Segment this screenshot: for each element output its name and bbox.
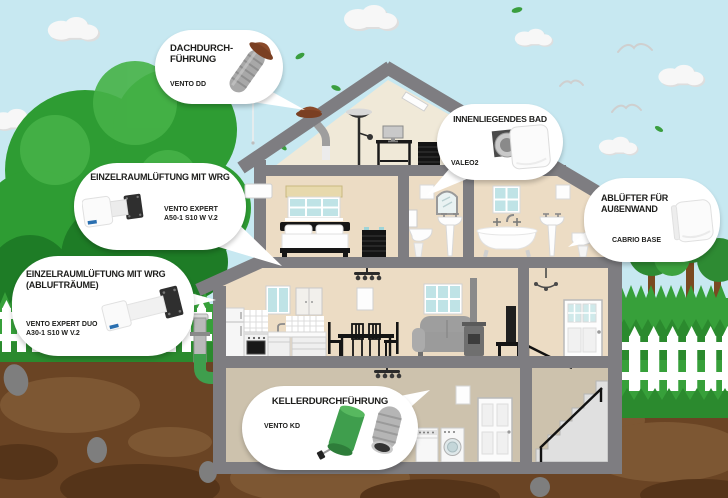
right-fence <box>606 326 728 391</box>
product-name: VENTO DD <box>170 81 207 88</box>
ground-floor-slab <box>213 356 622 368</box>
basement-duct-product-image <box>316 405 402 460</box>
callout-title: EINZELRAUMLÜFTUNG MIT WRG (ABLUFTRÄUME) <box>26 269 166 291</box>
title-line: ABLÜFTER FÜR <box>601 193 669 203</box>
product-name: CABRIO BASE <box>612 237 662 244</box>
product-name: VALEO2 <box>451 160 479 167</box>
right-bathroom-window <box>492 185 521 214</box>
product-name: VENTO EXPERT DUO A30-1 S10 W V.2 <box>26 320 97 338</box>
callout-dachdurchfuehrung: DACHDURCH- FÜHRUNG VENTO DD <box>155 30 283 104</box>
callout-title: DACHDURCH- FÜHRUNG <box>170 43 233 65</box>
attic-drawer-cabinet <box>418 142 440 169</box>
kitchen-tiles <box>244 310 324 332</box>
entry-door <box>563 299 603 359</box>
title-line: AUßENWAND <box>601 204 658 214</box>
attic-duct <box>308 115 330 160</box>
second-floor-slab <box>254 257 622 268</box>
entry-wall <box>518 266 529 358</box>
product-line: VENTO EXPERT DUO <box>26 321 98 328</box>
basement-duct-pipe <box>190 313 232 384</box>
kitchen-wall-cabinet <box>295 287 323 316</box>
callout-title: ABLÜFTER FÜR AUßENWAND <box>601 193 668 215</box>
title-line: EINZELRAUMLÜFTUNG MIT WRG <box>26 269 166 279</box>
bathroom-wall-1 <box>398 176 409 258</box>
callout-title: KELLERDURCHFÜHRUNG <box>271 396 389 407</box>
bed <box>280 222 350 257</box>
bathroom-wall-2 <box>463 176 474 258</box>
title-line: (ABLUFTRÄUME) <box>26 280 99 290</box>
skylight <box>401 91 429 112</box>
basement-wall <box>520 366 532 464</box>
wall-vent-unit-product-image <box>82 193 144 228</box>
bedroom-dresser <box>362 227 386 257</box>
callout-einzelraumlueftung-wrg-abluftraeume: EINZELRAUMLÜFTUNG MIT WRG (ABLUFTRÄUME) … <box>12 256 194 356</box>
title-line: DACHDURCH- <box>170 43 233 54</box>
product-name: VENTO EXPERT A50-1 S10 W V.2 <box>164 205 218 223</box>
dining-set <box>328 322 399 358</box>
duo-wall-vent-unit-product-image <box>101 285 184 332</box>
bathroom-mirror <box>436 190 458 215</box>
product-line: VENTO EXPERT <box>164 206 218 213</box>
callout-abluefter-aussenwand: ABLÜFTER FÜR AUßENWAND CABRIO BASE <box>584 178 720 262</box>
attic-floor <box>254 165 566 176</box>
stove <box>243 331 269 359</box>
computer-monitor <box>382 125 404 143</box>
bathtub <box>476 214 538 258</box>
product-line: A30-1 S10 W V.2 <box>26 330 80 337</box>
upper-left-wall <box>254 160 266 262</box>
house-structure <box>213 160 622 474</box>
bathroom-vent-window <box>419 184 435 200</box>
product-name: VENTO KD <box>264 423 301 430</box>
bath-fan-product-image <box>491 124 551 170</box>
right-bathroom-vent <box>555 184 571 200</box>
basement-picture <box>455 385 471 405</box>
roof-duct-cap <box>296 106 322 118</box>
basement-stairs <box>535 380 609 463</box>
title-line: FÜHRUNG <box>170 54 217 65</box>
callout-kellerdurchfuehrung: KELLERDURCHFÜHRUNG VENTO KD <box>242 386 418 470</box>
wall-picture <box>356 287 374 311</box>
callout-title: EINZELRAUMLÜFTUNG MIT WRG <box>90 172 230 182</box>
lower-left-wall <box>213 286 226 474</box>
right-wall <box>608 208 622 474</box>
entry-chandelier <box>534 268 558 291</box>
basement-door <box>477 397 513 463</box>
birds <box>559 43 653 113</box>
fridge <box>223 307 245 359</box>
exterior-wall-fan-product-image <box>670 199 714 243</box>
bedroom-wall-vent <box>244 183 273 199</box>
callout-innenliegendes-bad: INNENLIEGENDES BAD VALEO2 <box>437 104 563 180</box>
callout-einzelraumlueftung-wrg: EINZELRAUMLÜFTUNG MIT WRG VENTO EXPERT A… <box>74 163 246 250</box>
bedroom-window <box>285 185 343 221</box>
kitchen-window <box>265 285 291 315</box>
dryer <box>440 427 465 463</box>
living-window <box>423 283 463 315</box>
wood-stove <box>462 278 486 356</box>
washing-machine <box>415 427 439 463</box>
callout-title: INNENLIEGENDES BAD <box>453 114 547 124</box>
roof-duct-product-image <box>229 42 273 93</box>
toilet <box>406 209 433 258</box>
product-line: A50-1 S10 W V.2 <box>164 215 218 222</box>
